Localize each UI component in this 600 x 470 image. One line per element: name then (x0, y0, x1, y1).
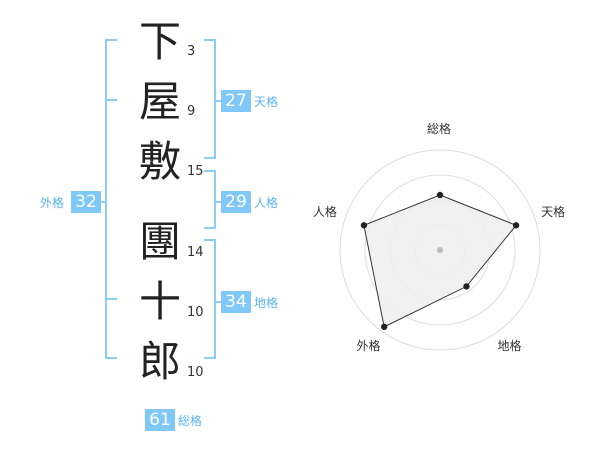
stroke-count: 10 (187, 305, 204, 320)
stroke-count: 10 (187, 365, 204, 380)
radar-center-dot (437, 247, 443, 253)
radar-data-point (463, 283, 470, 290)
name-character: 屋 (138, 77, 181, 126)
tenkaku-bracket (204, 39, 216, 159)
jinkaku-bracket (204, 170, 216, 229)
jinkaku-label: 人格 (254, 196, 279, 210)
stroke-count: 14 (187, 245, 204, 260)
name-character: 團 (138, 217, 181, 266)
radar-data-point (360, 222, 368, 229)
tenkaku-value: 27 (221, 90, 251, 112)
radar-axis-label: 総格 (427, 122, 452, 136)
gaikaku-label: 外格 (40, 196, 65, 210)
name-character: 下 (138, 17, 181, 66)
radar-data-point (436, 191, 444, 199)
radar-axis-label: 天格 (541, 204, 566, 219)
radar-grid-ring (339, 149, 541, 351)
radar-axis-label: 人格 (312, 204, 337, 219)
jinkaku-value: 29 (221, 191, 251, 213)
stroke-count: 15 (187, 164, 204, 179)
soukaku-label: 総格 (178, 414, 203, 428)
radar-grid-ring (364, 174, 516, 326)
radar-data-area (363, 194, 517, 328)
name-character: 十 (138, 277, 181, 326)
name-character: 敷 (138, 137, 181, 186)
soukaku-value: 61 (145, 409, 175, 431)
stroke-count: 9 (187, 104, 196, 119)
chikaku-bracket (204, 239, 216, 359)
stroke-count: 3 (187, 44, 196, 59)
radar-axis-label: 地格 (497, 339, 522, 354)
name-character: 郎 (138, 337, 181, 386)
radar-axis-label: 外格 (356, 339, 381, 354)
chikaku-value: 34 (221, 291, 251, 313)
radar-data-point (380, 323, 388, 331)
chikaku-label: 地格 (254, 296, 279, 310)
tenkaku-label: 天格 (254, 95, 279, 109)
radar-data-point (512, 222, 520, 229)
gaikaku-bracket (105, 39, 117, 359)
gaikaku-value: 32 (71, 191, 101, 213)
